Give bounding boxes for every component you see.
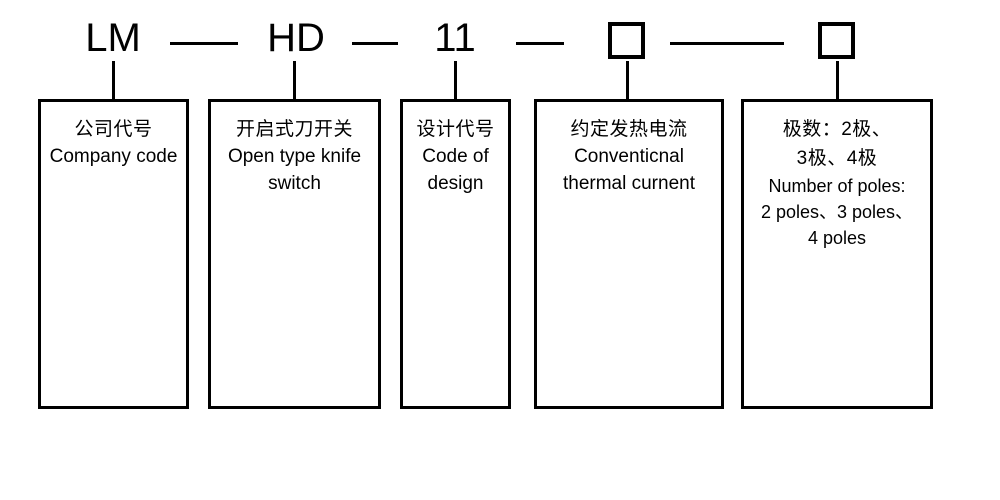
code-separator-dash-1 xyxy=(170,42,238,45)
code-separator-dash-3 xyxy=(516,42,564,45)
connector-series xyxy=(293,61,296,101)
description-cn-poles: 极数：2极、 3极、4极 xyxy=(782,119,892,169)
description-cn-company: 公司代号 xyxy=(74,119,153,140)
description-cn-current: 约定发热电流 xyxy=(570,119,688,140)
description-en-design: Code of design xyxy=(422,145,489,194)
connector-current xyxy=(626,61,629,101)
description-box-design: 设计代号 Code of design xyxy=(400,99,511,409)
code-separator-dash-2 xyxy=(352,42,398,45)
connector-design xyxy=(454,61,457,101)
description-box-poles: 极数：2极、 3极、4极 Number of poles: 2 poles、3 … xyxy=(741,99,933,409)
code-placeholder-square-poles xyxy=(818,22,855,59)
code-token-design: 11 xyxy=(434,16,476,60)
code-token-company: LM xyxy=(85,16,141,60)
code-token-series: HD xyxy=(267,16,325,60)
connector-company xyxy=(112,61,115,101)
code-separator-dash-4 xyxy=(670,42,784,45)
description-cn-design: 设计代号 xyxy=(416,119,495,140)
description-en-series: Open type knife switch xyxy=(227,145,362,194)
connector-poles xyxy=(836,61,839,101)
description-box-company: 公司代号 Company code xyxy=(38,99,189,409)
description-box-current: 约定发热电流 Conventicnal thermal curnent xyxy=(534,99,724,409)
description-en-current: Conventicnal thermal curnent xyxy=(562,145,695,194)
description-cn-series: 开启式刀开关 xyxy=(235,119,353,140)
description-en-company: Company code xyxy=(49,145,178,167)
description-en-poles: Number of poles: 2 poles、3 poles、 4 pole… xyxy=(760,176,914,249)
description-box-series: 开启式刀开关 Open type knife switch xyxy=(208,99,381,409)
code-placeholder-square-current xyxy=(608,22,645,59)
